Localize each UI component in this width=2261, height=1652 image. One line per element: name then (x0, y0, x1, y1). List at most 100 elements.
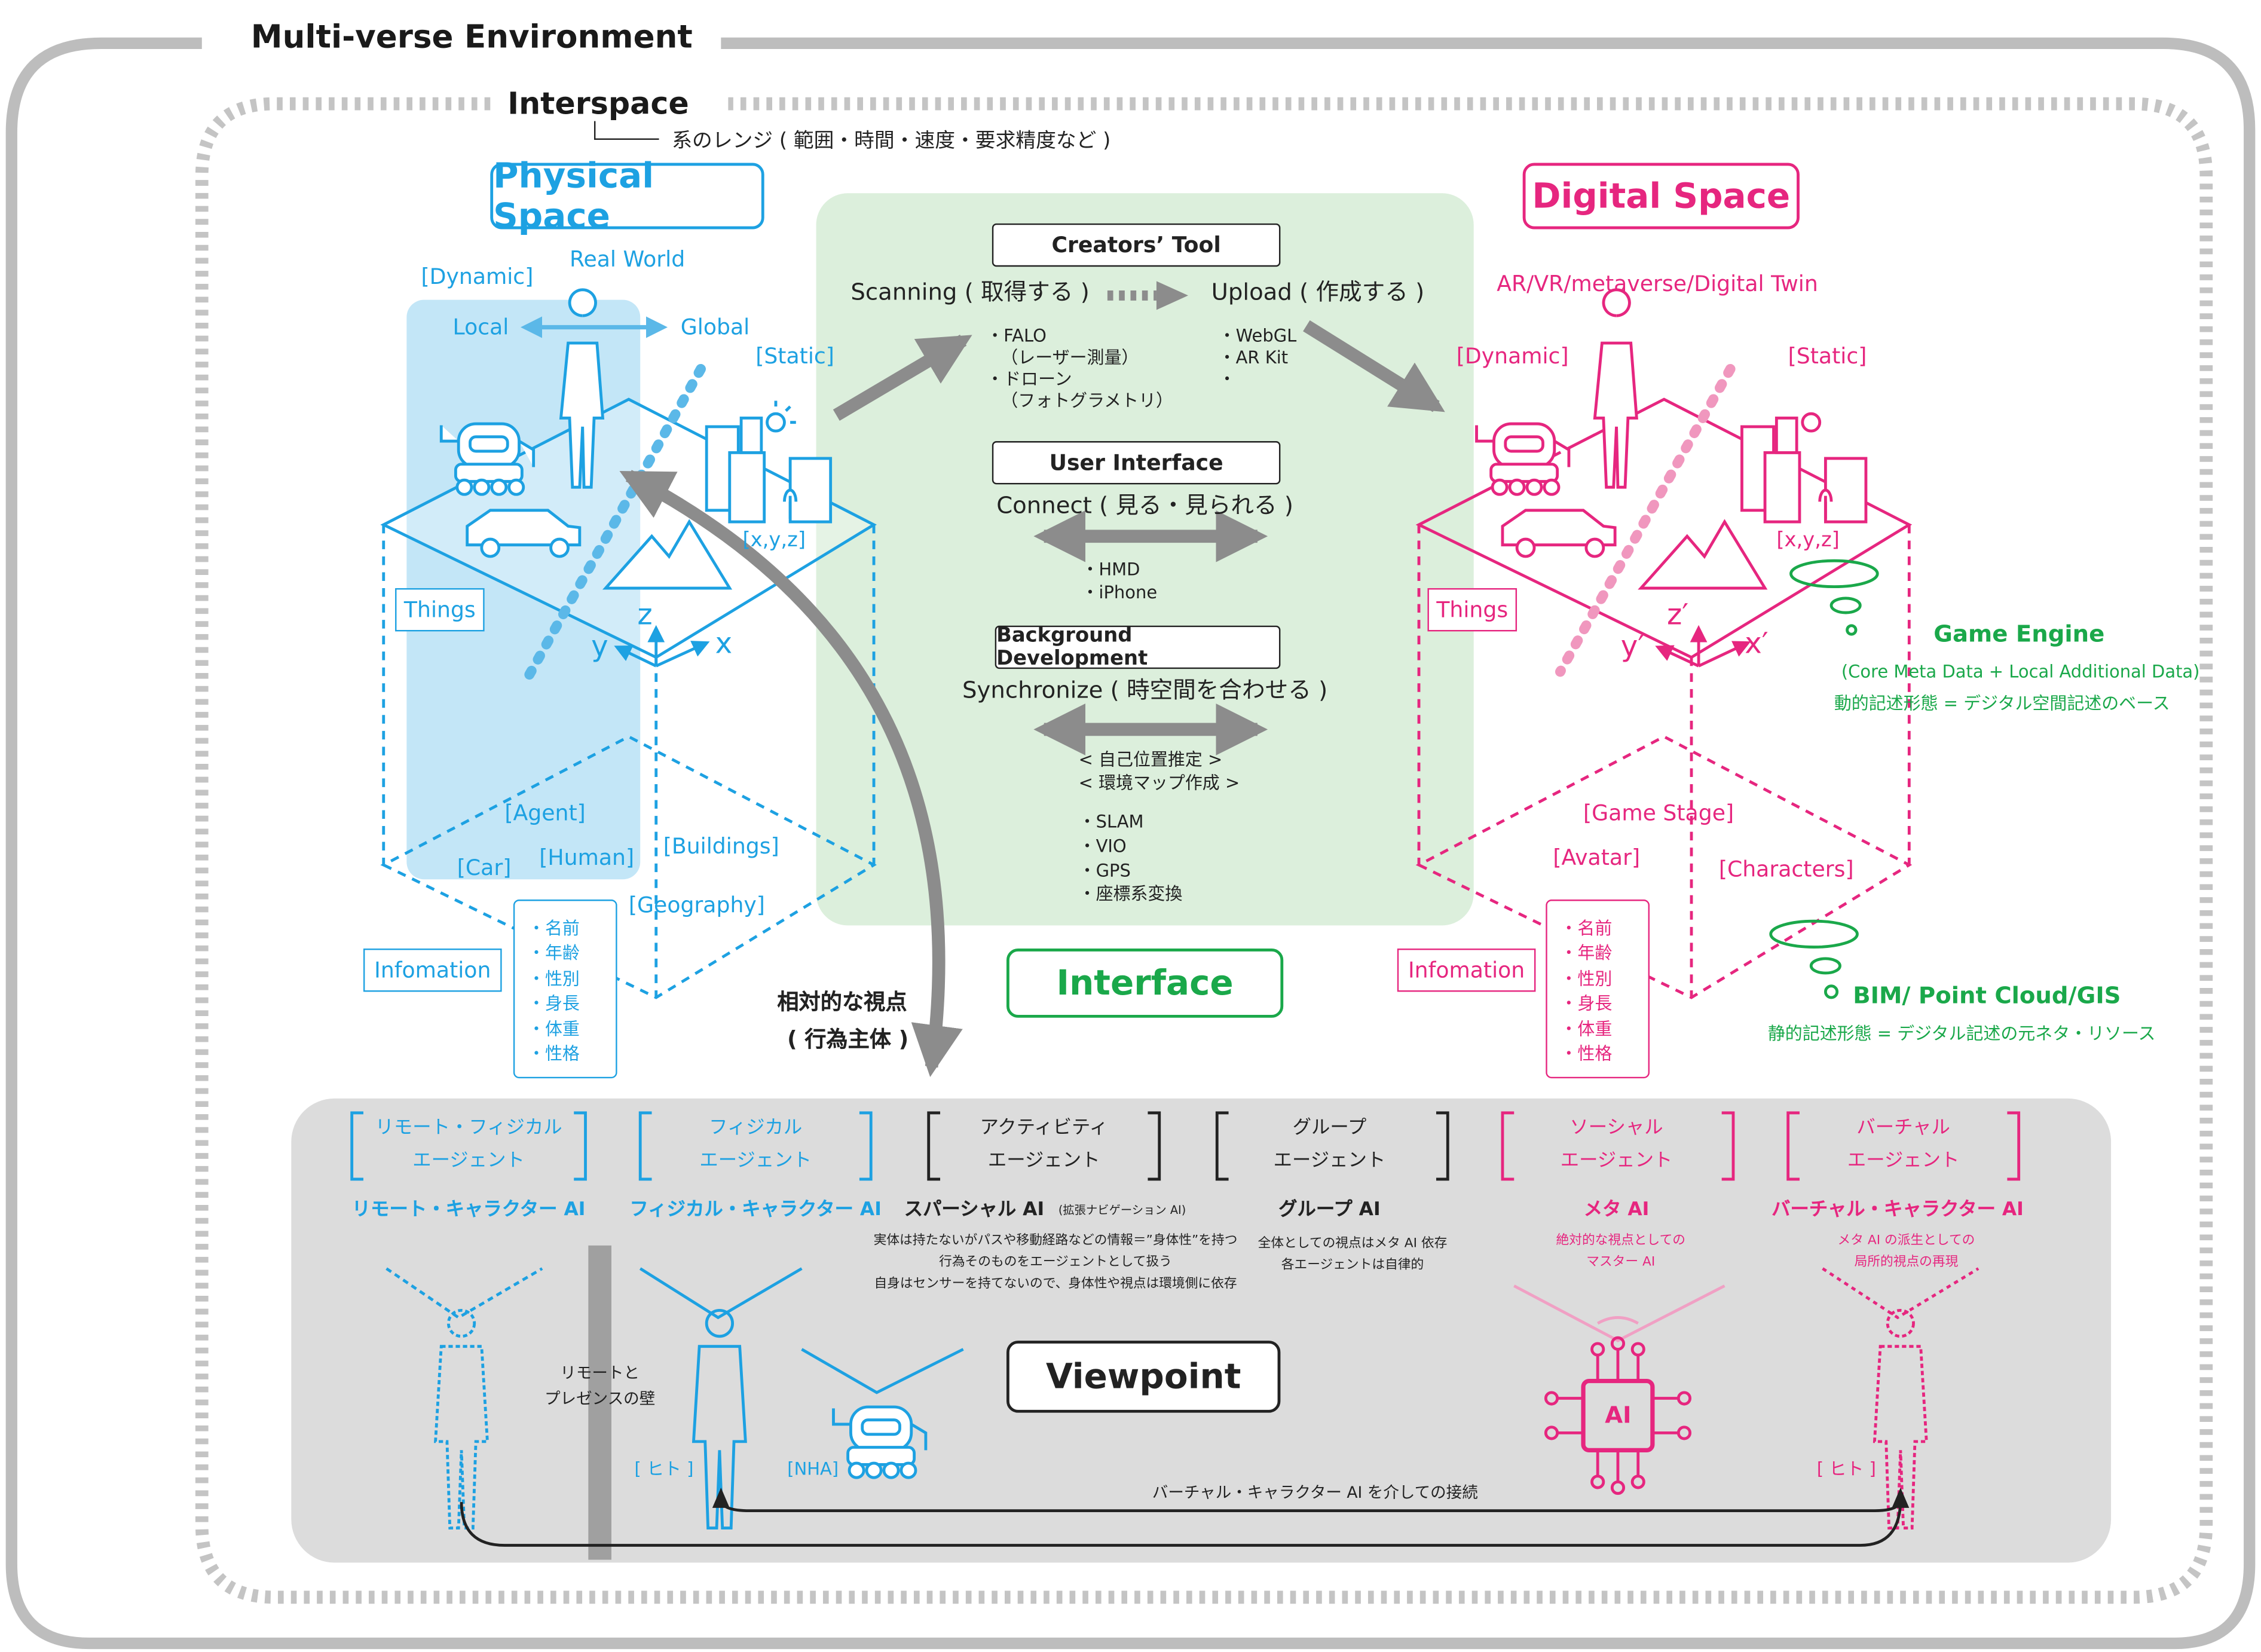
connection-label: バーチャル・キャラクター AI を介しての接続 (1152, 1483, 1478, 1503)
digital-mountain-icon (1638, 519, 1768, 590)
scan-item: （フォトグラメトリ） (1001, 390, 1174, 411)
digital-axes (1655, 625, 1751, 668)
upload-item: ・WebGL (1218, 326, 1297, 346)
ai-name: フィジカル・キャラクター AI (629, 1199, 882, 1221)
physical-agent: [Agent] (504, 800, 586, 827)
digital-iso-box (1415, 397, 1913, 999)
bim-bubble-icon (1769, 919, 1859, 999)
interface-title: Interface (1006, 949, 1284, 1018)
digital-info-list: ・名前 ・年齢 ・性別 ・身長 ・体重 ・性格 (1560, 917, 1612, 1067)
digital-static-divider (1555, 363, 1736, 677)
game-engine-desc: 動的記述形態 = デジタル空間記述のベース (1834, 693, 2170, 714)
scan-upload-arrowhead (1156, 281, 1189, 310)
physical-info-box (513, 900, 617, 1079)
bracket-label: エージェント (1847, 1150, 1960, 1172)
physical-axis-z: z (637, 596, 653, 632)
ai-desc: 局所的視点の再現 (1854, 1255, 1959, 1270)
scan-item: ・FALO (986, 326, 1047, 346)
bg-sub-item: < 環境マップ作成 > (1078, 772, 1240, 793)
interface-arrows (833, 290, 1445, 755)
ai-chip-label: AI (1605, 1401, 1632, 1429)
digital-axis-y: y′ (1620, 628, 1645, 663)
bg-item: ・GPS (1078, 859, 1131, 880)
digital-axis-x: x′ (1745, 625, 1769, 660)
physical-info-item: ・年齢 (528, 943, 580, 964)
ui-items: ・HMD ・iPhone (1081, 558, 1157, 604)
physical-info-item: ・性格 (528, 1044, 580, 1064)
interspace-label: Interspace (507, 86, 689, 121)
game-engine-title: Game Engine (1933, 620, 2105, 647)
multiverse-title: Multi-verse Environment (250, 20, 693, 57)
interspace-frame (195, 97, 2213, 1604)
bracket-label: エージェント (1273, 1150, 1386, 1172)
bracket-label: エージェント (412, 1150, 525, 1172)
ui-item: ・HMD (1081, 559, 1140, 580)
scan-item: （レーザー測量） (1001, 347, 1139, 368)
digital-robot-icon (1475, 422, 1571, 496)
viewpoint-panel (291, 1098, 2112, 1563)
connect-label: Connect ( 見る・見られる ) (996, 491, 1293, 519)
physical-static: [Static] (755, 343, 834, 369)
ui-item: ・iPhone (1081, 582, 1158, 603)
digital-subtitle: AR/VR/metaverse/Digital Twin (1497, 271, 1818, 297)
digital-human-icon (1593, 288, 1638, 489)
physical-local: Local (452, 314, 509, 341)
physical-car-icon (466, 509, 582, 558)
bg-sub-item: < 自己位置推定 > (1078, 749, 1223, 770)
bracket-label: エージェント (1560, 1150, 1673, 1172)
upload-item: ・ (1218, 369, 1236, 390)
ai-name: バーチャル・キャラクター AI (1772, 1199, 2024, 1221)
physical-space-title: Physical Space (490, 155, 764, 237)
physical-robot-icon (439, 422, 536, 496)
digital-axis-z: z′ (1666, 596, 1689, 632)
physical-global: Global (680, 314, 750, 341)
bracket-label: ソーシャル (1569, 1117, 1663, 1139)
digital-xyz: [x,y,z] (1776, 529, 1840, 552)
physical-dynamic: [Dynamic] (421, 264, 534, 290)
relative-viewpoint-line2: ( 行為主体 ) (787, 1026, 909, 1053)
virtual-human-figure (1822, 1267, 1979, 1529)
scanning-label: Scanning ( 取得する ) (850, 278, 1090, 306)
ai-name: スパーシャル AI (904, 1199, 1045, 1221)
ai-desc: メタ AI の派生としての (1837, 1234, 1975, 1249)
relative-viewpoint-arrow (619, 470, 963, 1077)
digital-things-label: Things (1427, 588, 1517, 632)
bracket-label: エージェント (987, 1150, 1100, 1172)
physical-real-world: Real World (569, 246, 686, 273)
physical-human-icon (559, 288, 605, 489)
bim-desc: 静的記述形態 = デジタル記述の元ネタ・リソース (1767, 1023, 2156, 1044)
physical-info-list: ・名前 ・年齢 ・性別 ・身長 ・体重 ・性格 (528, 917, 580, 1067)
physical-info-item: ・名前 (528, 918, 580, 939)
physical-info-item: ・体重 (528, 1018, 580, 1039)
nha-label: [NHA] (787, 1458, 839, 1479)
ai-name: メタ AI (1583, 1199, 1650, 1221)
physical-car: [Car] (457, 855, 512, 881)
bg-item: ・VIO (1078, 836, 1127, 856)
physical-buildings: [Buildings] (663, 833, 779, 859)
bracket-label: グループ (1292, 1117, 1367, 1139)
ai-name: グループ AI (1278, 1199, 1381, 1221)
ai-desc: 行為そのものをエージェントとして扱う (939, 1255, 1172, 1270)
connection-arrowhead-left (712, 1488, 730, 1508)
digital-dynamic: [Dynamic] (1456, 343, 1569, 369)
synchronize-label: Synchronize ( 時空間を合わせる ) (962, 676, 1328, 704)
connection-arrowhead-right (1892, 1488, 1910, 1508)
user-interface-label: User Interface (992, 441, 1281, 485)
digital-info-item: ・年齢 (1560, 943, 1613, 964)
ai-desc: マスター AI (1586, 1255, 1656, 1270)
ai-desc: 絶対的な視点としての (1556, 1234, 1686, 1249)
physical-static-divider (522, 363, 706, 683)
viewpoint-brackets (350, 1111, 2021, 1181)
ai-name: リモート・キャラクター AI (351, 1199, 586, 1221)
physical-xyz: [x,y,z] (742, 529, 806, 552)
digital-info-item: ・性別 (1560, 968, 1613, 989)
physical-axis-x: x (715, 625, 733, 660)
physical-info-item: ・性別 (528, 968, 580, 989)
digital-info-item: ・性格 (1560, 1044, 1613, 1064)
game-engine-bubble-icon (1789, 559, 1879, 636)
ai-desc: 各エージェントは自律的 (1281, 1258, 1424, 1273)
physical-geography: [Geography] (628, 892, 765, 919)
physical-info-item: ・身長 (528, 993, 580, 1014)
background-development-label: Background Development (995, 624, 1281, 671)
